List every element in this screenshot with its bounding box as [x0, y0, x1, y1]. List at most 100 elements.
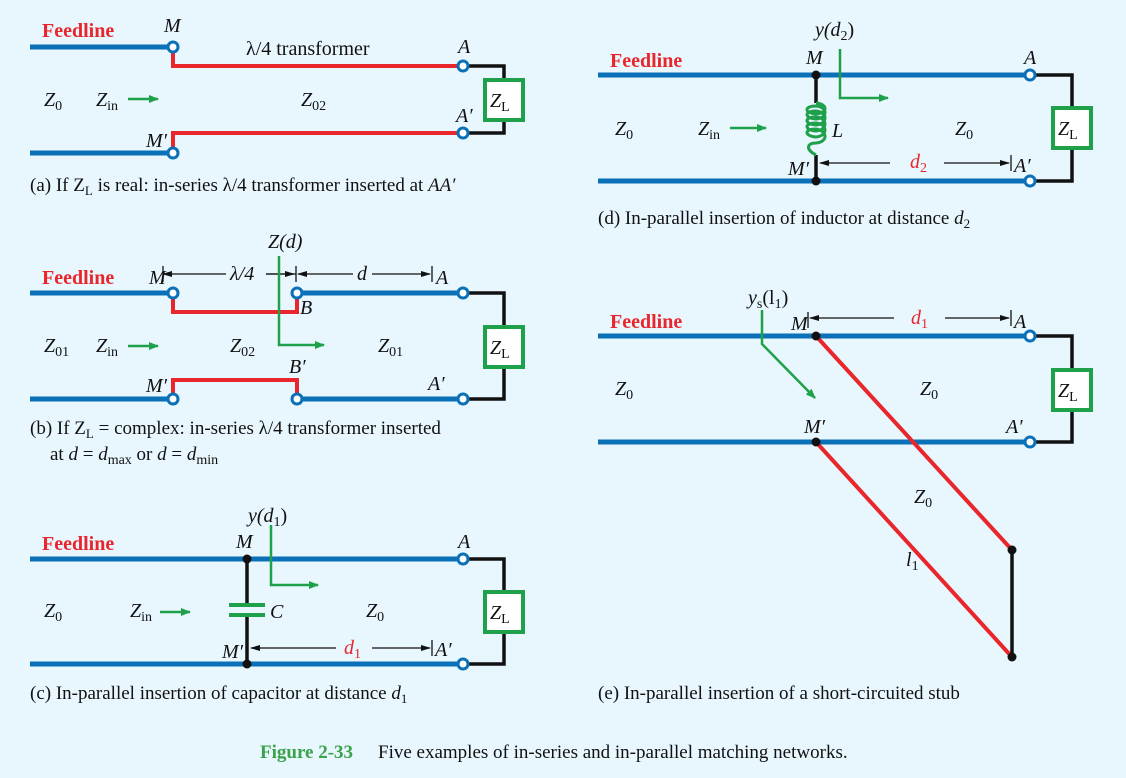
terminal-a-prime — [1023, 435, 1037, 449]
zl-label: ZL — [1058, 118, 1078, 143]
load-wire-bottom — [467, 631, 506, 666]
stub-length-label: l1 — [906, 549, 919, 574]
panel-a: Feedline M ZL A A′ M′ λ/4 transformer Z0… — [30, 15, 525, 198]
z02-label: Z02 — [301, 89, 326, 114]
load-impedance-box — [1051, 368, 1093, 412]
z0-left-label: Z0 — [44, 600, 62, 625]
zin-label: Zin — [96, 89, 118, 114]
node-a-label: A — [456, 531, 471, 553]
z0-left-label: Z0 — [615, 118, 633, 143]
z0-left-label: Z0 — [615, 378, 633, 403]
lambda4-label: λ/4 — [229, 263, 254, 285]
yd1-label: y(d1) — [246, 505, 287, 530]
node-a-label: A — [1012, 311, 1027, 333]
terminal-b — [290, 286, 304, 300]
terminal-a-prime — [1023, 174, 1037, 188]
z0-label: Z0 — [44, 89, 62, 114]
zl-label: ZL — [490, 90, 510, 115]
load-wire-bottom — [1034, 148, 1074, 183]
y-indicator-arrow — [269, 525, 319, 589]
y-indicator-arrow — [838, 49, 889, 102]
stub-top-conductor — [814, 334, 1014, 552]
caption-d: (d) In-parallel insertion of inductor at… — [598, 208, 970, 231]
z01-left-label: Z01 — [44, 335, 69, 360]
node-a-label: A — [1022, 47, 1037, 69]
terminal-a-prime — [456, 126, 470, 140]
terminal-m-prime — [166, 392, 180, 406]
terminal-m — [166, 286, 180, 300]
node-b-prime-label: B′ — [289, 356, 306, 378]
terminal-a-prime — [456, 392, 470, 406]
feedline-label: Feedline — [42, 20, 114, 42]
junction-m — [811, 331, 821, 341]
d-label: d — [357, 263, 368, 285]
caption-c: (c) In-parallel insertion of capacitor a… — [30, 683, 407, 706]
caption-b-line2: at d = dmax or d = dmin — [50, 444, 218, 468]
terminal-a — [1023, 329, 1037, 343]
figure-title: Five examples of in-series and in-parall… — [378, 742, 848, 763]
node-a-prime-label: A′ — [1004, 416, 1023, 438]
junction-m-prime — [811, 176, 821, 186]
z02-label: Z02 — [230, 335, 255, 360]
node-m-prime-label: M′ — [787, 158, 810, 180]
feedline-label: Feedline — [42, 267, 114, 289]
stub-end-top — [1007, 545, 1017, 555]
terminal-b-prime — [290, 392, 304, 406]
feedline-label: Feedline — [42, 533, 114, 555]
stub-z0-label: Z0 — [914, 486, 932, 511]
zl-label: ZL — [490, 337, 510, 362]
z0-right-label: Z0 — [366, 600, 384, 625]
inductor-label: L — [831, 120, 843, 142]
dim-label-bg — [226, 264, 266, 282]
terminal-a — [456, 552, 470, 566]
load-impedance-box — [483, 78, 525, 122]
terminal-m-prime — [166, 146, 180, 160]
zin-label: Zin — [130, 600, 152, 625]
node-b-label: B — [300, 297, 312, 319]
transformer-label: λ/4 transformer — [246, 38, 370, 60]
d1-label: d1 — [344, 637, 361, 662]
node-m-prime-label: M′ — [145, 375, 168, 397]
terminal-a-prime — [456, 657, 470, 671]
transformer-bottom-wire — [171, 378, 299, 399]
transformer-bottom-wire — [171, 131, 459, 153]
node-a-prime-label: A′ — [433, 639, 452, 661]
load-wire-bottom — [1034, 410, 1074, 444]
terminal-a — [456, 286, 470, 300]
feedline-label: Feedline — [610, 311, 682, 333]
figure-number: Figure 2-33 — [260, 742, 353, 763]
yd2-label: y(d2) — [813, 19, 854, 44]
zin-label: Zin — [96, 335, 118, 360]
capacitor-label: C — [270, 601, 284, 623]
junction-m — [242, 554, 252, 564]
load-wire-top — [467, 291, 506, 330]
node-m-label: M — [163, 15, 182, 37]
load-wire-top — [1034, 73, 1074, 108]
node-m-label: M — [235, 531, 254, 553]
ys-indicator-arrow — [760, 310, 816, 399]
figure-caption: Figure 2-33 Five examples of in-series a… — [260, 742, 848, 763]
caption-a: (a) If ZL is real: in-series λ/4 transfo… — [30, 175, 456, 198]
terminal-a — [1023, 68, 1037, 82]
load-wire-top — [467, 557, 506, 595]
z0-right-label: Z0 — [920, 378, 938, 403]
panel-b: Z(d) Feedline M λ/4 d A ZL B B′ — [30, 231, 525, 468]
load-impedance-box — [1051, 106, 1093, 150]
transformer-top-wire — [171, 293, 299, 314]
zl-label: ZL — [1058, 380, 1078, 405]
load-impedance-box — [483, 590, 525, 634]
node-a-prime-label: A′ — [426, 373, 445, 395]
load-wire-bottom — [467, 118, 506, 135]
zl-label: ZL — [490, 602, 510, 627]
d1-label: d1 — [911, 307, 928, 332]
z0-right-label: Z0 — [955, 118, 973, 143]
node-a-prime-label: A′ — [1012, 155, 1031, 177]
node-m-label: M — [148, 267, 167, 289]
node-m-prime-label: M′ — [145, 130, 168, 152]
capacitor-symbol — [229, 603, 265, 617]
terminal-a — [456, 59, 470, 73]
load-wire-bottom — [467, 366, 506, 401]
stub-bottom-conductor — [814, 440, 1014, 659]
caption-e: (e) In-parallel insertion of a short-cir… — [598, 683, 960, 704]
